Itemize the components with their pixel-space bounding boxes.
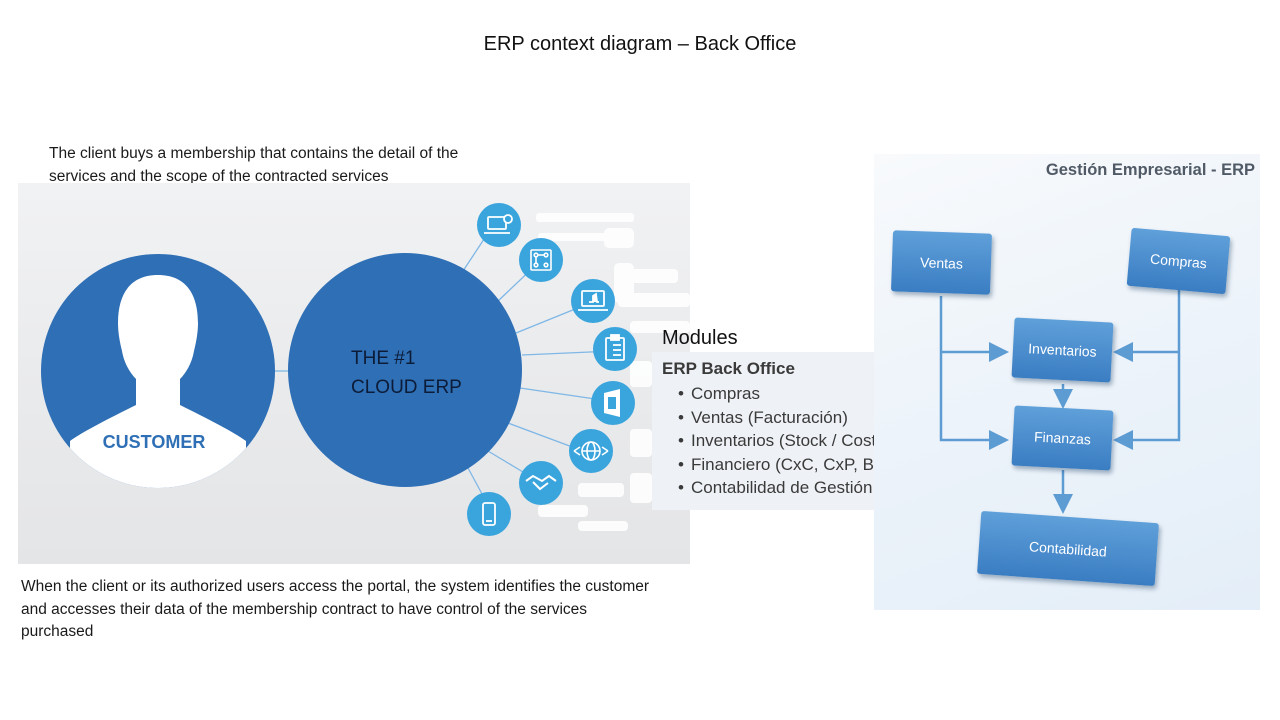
- customer-circle: [41, 254, 275, 488]
- satellite-office: [591, 381, 635, 425]
- customer-cloud-diagram: CUSTOMER: [18, 183, 690, 564]
- cloud-label-line-1: THE #1: [351, 348, 416, 369]
- portal-access-caption: When the client or its authorized users …: [21, 578, 650, 640]
- compras-box: Compras: [1126, 227, 1231, 295]
- customer-label: CUSTOMER: [103, 432, 206, 452]
- modules-title: Modules: [662, 327, 738, 349]
- module-item: •Contabilidad de Gestión: [678, 478, 873, 497]
- membership-caption: The client buys a membership that contai…: [49, 145, 459, 185]
- cloud-label-line-2: CLOUD ERP: [351, 376, 462, 398]
- inventarios-box: Inventarios: [1011, 317, 1114, 383]
- modules-heading: ERP Back Office: [662, 359, 795, 378]
- person-silhouette-icon: [70, 275, 246, 488]
- slide-title: ERP context diagram – Back Office: [483, 33, 797, 55]
- satellite-globe: [569, 429, 613, 473]
- module-item: •Inventarios (Stock / Costos): [678, 431, 878, 450]
- module-item: •Financiero (CxC, CxP, Bancos): [678, 454, 878, 474]
- erp-flow-diagram: Gestión Empresarial - ERP Ventas Compras…: [874, 154, 1260, 610]
- erp-flow-title: Gestión Empresarial - ERP: [1045, 161, 1255, 179]
- globe-arrows-icon: [573, 441, 609, 461]
- circuit-board-icon: [530, 249, 552, 271]
- contabilidad-box: Contabilidad: [977, 510, 1159, 587]
- satellite-handshake: [519, 461, 563, 505]
- satellite-circuit-board: [519, 238, 563, 282]
- laptop-cloud-icon: [484, 214, 513, 234]
- finanzas-box: Finanzas: [1011, 405, 1114, 471]
- modules-panel: ERP Back Office •Compras •Ventas (Factur…: [652, 352, 878, 510]
- cloud-erp-circle: [288, 253, 522, 487]
- hub-graphic: CUSTOMER: [41, 203, 690, 536]
- handshake-icon: [525, 474, 557, 491]
- satellite-laptop-cloud: [477, 203, 521, 247]
- module-item: •Ventas (Facturación): [678, 407, 848, 427]
- modules-list: •Compras •Ventas (Facturación) •Inventar…: [652, 382, 878, 500]
- satellite-laptop-thumbs-up: [571, 279, 615, 323]
- office-document-icon: [604, 389, 620, 417]
- module-item: •Compras: [678, 384, 760, 403]
- clipboard-checklist-icon: [605, 334, 625, 361]
- cloud-erp-label: THE #1 CLOUD ERP: [351, 345, 462, 402]
- ventas-box: Ventas: [890, 230, 993, 295]
- satellite-clipboard: [593, 327, 637, 371]
- erp-flow-arrows: [939, 290, 1181, 514]
- mobile-phone-icon: [482, 502, 496, 526]
- laptop-thumbs-up-icon: [578, 290, 608, 311]
- satellite-mobile: [467, 492, 511, 536]
